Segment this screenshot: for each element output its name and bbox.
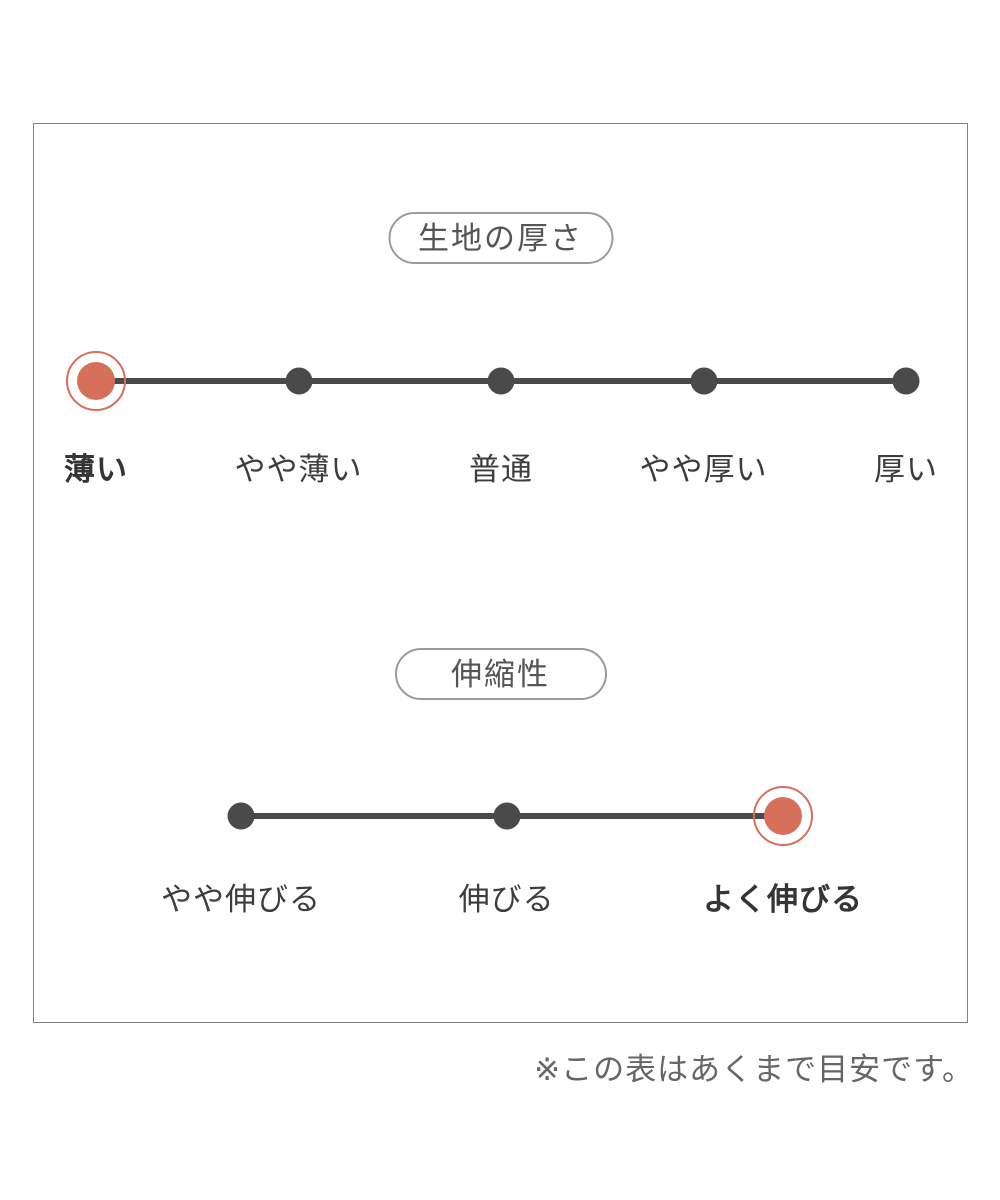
disclaimer-note: ※この表はあくまで目安です。 [534, 1052, 974, 1087]
stretch-label-very-stretchy: よく伸びる [703, 882, 863, 917]
thickness-label-thick: 厚い [874, 452, 938, 487]
stretch-labels: やや伸びる 伸びる よく伸びる [161, 874, 862, 917]
thickness-dot-slightly-thick [690, 367, 717, 395]
thickness-label-slightly-thin: やや薄い [234, 452, 363, 487]
stretch-dot-very-stretchy-selected [753, 786, 813, 846]
stretch-track [227, 786, 813, 846]
thickness-dot-thick [892, 367, 920, 395]
scale-title-stretch-label: 伸縮性 [451, 657, 550, 692]
thickness-label-thin: 薄い [64, 452, 128, 487]
scale-title-thickness-label: 生地の厚さ [418, 221, 583, 256]
thickness-label-normal: 普通 [469, 452, 533, 487]
thickness-label-slightly-thick: やや厚い [639, 452, 768, 487]
thickness-dot-thin-selected [66, 351, 126, 411]
thickness-dot-normal [487, 367, 515, 395]
scale-title-stretch: 伸縮性 [394, 648, 607, 700]
thickness-labels: 薄い やや薄い 普通 やや厚い 厚い [64, 444, 937, 487]
thickness-dot-slightly-thin [285, 367, 312, 395]
scale-title-thickness: 生地の厚さ [388, 212, 613, 264]
thickness-track [66, 351, 920, 411]
stretch-label-stretchy: 伸びる [458, 882, 555, 917]
stretch-dot-stretchy [493, 802, 521, 830]
attribute-chart-box: 生地の厚さ 薄い やや薄い 普通 やや厚い 厚い 伸縮性 やや伸びる 伸びる [33, 123, 968, 1023]
stretch-label-slightly-stretchy: やや伸びる [161, 882, 321, 917]
stretch-dot-slightly-stretchy [227, 802, 255, 830]
